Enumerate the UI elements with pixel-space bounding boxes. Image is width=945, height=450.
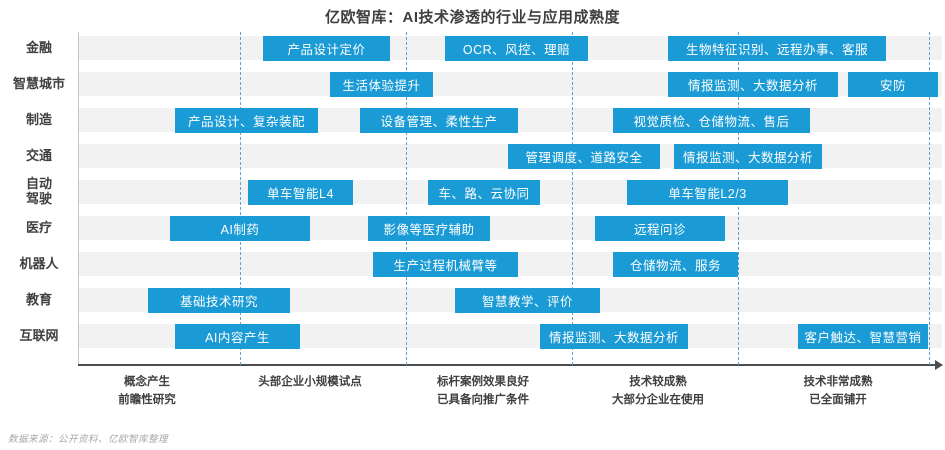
- app-box: OCR、风控、理赔: [445, 35, 588, 61]
- app-box: 设备管理、柔性生产: [360, 107, 518, 133]
- app-box: 单车智能L4: [248, 179, 353, 205]
- app-box: 生活体验提升: [330, 71, 433, 97]
- left-boundary-line: [78, 32, 79, 365]
- industry-label: 交通: [25, 147, 52, 163]
- app-box: 生物特征识别、远程办事、客服: [668, 35, 886, 61]
- app-box: 智慧教学、评价: [455, 287, 600, 313]
- industry-label: 机器人: [19, 255, 59, 271]
- app-box: 情报监测、大数据分析: [674, 143, 822, 169]
- app-box: 产品设计定价: [263, 35, 390, 61]
- stage-label: 标杆案例效果良好 已具备向推广条件: [437, 376, 529, 406]
- stage-divider-dashed-line: [929, 32, 930, 365]
- industry-label: 教育: [25, 291, 52, 307]
- industry-label: 自动 驾驶: [25, 176, 52, 206]
- app-box: 情报监测、大数据分析: [540, 323, 688, 349]
- stage-divider-dashed-line: [406, 32, 407, 365]
- app-box: 客户触达、智慧营销: [798, 323, 928, 349]
- maturity-axis-line: [78, 364, 935, 366]
- app-box: 情报监测、大数据分析: [668, 71, 838, 97]
- industry-label: 智慧城市: [12, 75, 65, 91]
- app-box: 基础技术研究: [148, 287, 290, 313]
- app-box: 车、路、云协同: [428, 179, 540, 205]
- app-box: 仓储物流、服务: [613, 251, 738, 277]
- app-box: 影像等医疗辅助: [368, 215, 490, 241]
- stage-label: 技术较成熟 大部分企业在使用: [612, 376, 704, 406]
- app-box: 视觉质检、仓储物流、售后: [613, 107, 810, 133]
- stage-divider-dashed-line: [572, 32, 573, 365]
- app-box: 管理调度、道路安全: [508, 143, 660, 169]
- industry-label: 金融: [25, 39, 52, 55]
- app-box: 生产过程机械臂等: [373, 251, 518, 277]
- app-box: AI制药: [170, 215, 310, 241]
- stage-label: 概念产生 前瞻性研究: [118, 376, 176, 406]
- stage-label: 头部企业小规模试点: [258, 376, 362, 388]
- stage-label: 技术非常成熟 已全面铺开: [803, 376, 873, 406]
- app-box: 安防: [848, 71, 938, 97]
- app-box: 远程问诊: [595, 215, 725, 241]
- industry-label: 互联网: [19, 327, 59, 343]
- industry-label: 医疗: [25, 219, 52, 235]
- axis-arrow-icon: [935, 360, 943, 370]
- app-box: AI内容产生: [175, 323, 300, 349]
- stage-divider-dashed-line: [240, 32, 241, 365]
- industry-label: 制造: [25, 111, 52, 127]
- source-note: 数据来源：公开资料、亿欧智库整理: [8, 434, 169, 445]
- app-box: 单车智能L2/3: [627, 179, 788, 205]
- page-title: 亿欧智库：AI技术渗透的行业与应用成熟度: [324, 9, 620, 26]
- app-box: 产品设计、复杂装配: [175, 107, 318, 133]
